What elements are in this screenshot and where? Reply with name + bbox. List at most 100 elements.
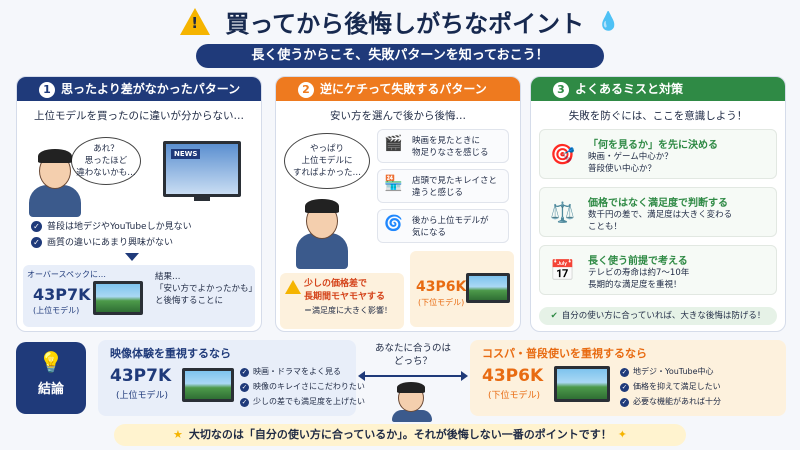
benefit-text: 映像のキレイさにこだわりたい [253,382,365,391]
tv-icon [182,368,234,402]
tv-icon [466,273,510,303]
check-icon: ✓ [240,398,249,407]
result-line: 結果… [155,272,181,282]
panel-1-title: 思ったより差がなかったパターン [61,82,241,96]
conclusion-value: コスパ・普段使いを重視するなら 43P6K (下位モデル) ✓地デジ・YouTu… [470,340,786,416]
benefit-item: ✓価格を抑えて満足したい [620,379,721,394]
mid-line: どっち？ [393,356,432,367]
check-icon: ✓ [240,368,249,377]
sweat-drop-icon: 💧 [597,11,620,32]
result-text: 結果… 「安い方でよかったかも」 と後悔することに [155,271,257,307]
item-line: 物足りなさを感じる [412,148,489,158]
check-item: ✓普段は地デジやYouTubeしか見ない [31,219,192,232]
tip-title: 長く使う前提で考える [588,256,688,267]
panel-pattern-1: 1 思ったより差がなかったパターン 上位モデルを買ったのに違いが分からない… あれ… [16,76,262,332]
tv-icon [93,281,143,315]
bubble-line: すればよかった… [292,168,361,178]
double-arrow-icon [358,371,468,381]
conclusion-badge: 💡 結論 [16,342,86,414]
model-sub: (下位モデル) [488,391,541,401]
panel-1-header: 1 思ったより差がなかったパターン [17,77,261,101]
benefit-text: 価格を抑えて満足したい [633,382,721,391]
conclusion-premium: 映像体験を重視するなら 43P7K (上位モデル) ✓ 映画・ドラマをよく見る ✓… [98,340,365,416]
target-icon: 🎯 [550,142,575,166]
panel-3-title: よくあるミスと対策 [575,82,684,96]
swirl-icon: 🌀 [384,214,403,232]
store-icon: 🏪 [384,174,403,192]
summary-text: 自分の使い方に合っていれば、大きな後悔は防げる！ [561,311,766,321]
benefit-text: 映画・ドラマをよく見る [253,367,341,376]
tip-satisfaction: ⚖️価格ではなく満足度で判断する数千円の差で、満足度は大きく変わることも！ [539,187,777,237]
item-line: 違うと感じる [412,188,464,198]
check-circle-icon: ✔ [550,311,558,321]
panel-2-lead: 安い方を選んで後から後悔… [330,110,466,122]
check-icon: ✓ [620,368,629,377]
item-line: 気になる [412,228,447,238]
bubble-line: あれ？ [93,144,119,154]
overspec-box: オーバースペックに… 43P7K (上位モデル) 結果… 「安い方でよかったかも… [23,265,257,327]
calendar-icon: 📅 [550,258,575,282]
warning-icon [285,280,301,294]
check-icon: ✓ [31,237,42,248]
tip-desc: テレビの寿命は約7〜10年 [588,268,690,278]
conclusion-heading: コスパ・普段使いを重視するなら [482,347,647,360]
benefit-item: ✓ 必要な機能があれば十分 [620,394,721,409]
conclusion-heading: 映像体験を重視するなら [110,347,231,360]
footer-text: 大切なのは「自分の使い方に合っているか」。それが後悔しない一番のポイントです！ [188,428,612,441]
warn-line: 長期間モヤモヤする [304,292,386,302]
scale-icon: ⚖️ [550,200,575,224]
result-line: 「安い方でよかったかも」 [155,284,258,294]
mid-line: あなたに合うのは [374,343,451,354]
tip-desc: 映画・ゲーム中心か？ [588,152,673,162]
panel-3-lead: 失敗を防ぐには、ここを意識しよう！ [568,110,748,122]
regret-item-store: 🏪店頭で見たキレイさと違うと感じる [377,169,509,203]
panel-1-number: 1 [39,82,55,98]
benefit-item: ✓ 映画・ドラマをよく見る [240,364,365,379]
tip-desc: 数千円の差で、満足度は大きく変わる [588,210,733,220]
lightbulb-icon: 💡 [38,350,64,374]
title-row: ! 買ってから後悔しがちなポイント 💧 [0,4,800,40]
bubble-line: 違わないかも… [76,168,136,178]
tv-icon [554,366,610,402]
warn-line: 少しの価格差で [304,279,368,289]
confused-man-illustration [25,137,85,217]
footer-banner: ★ 大切なのは「自分の使い方に合っているか」。それが後悔しない一番のポイントです！… [114,424,686,446]
benefit-list: ✓地デジ・YouTube中心 ✓価格を抑えて満足したい ✓必要な機能があれば十分 [620,364,721,409]
model-name: 43P7K [33,285,91,304]
warning-box: 少しの価格差で 長期間モヤモヤする ＝満足度に大きく影響！ [280,273,404,329]
tip-title: 「何を見るか」を先に決める [588,140,718,151]
thought-bubble: やっぱり上位モデルにすればよかった… [284,133,370,189]
tip-long-term: 📅長く使う前提で考えるテレビの寿命は約7〜10年長期的な満足度を重視！ [539,245,777,295]
tip-desc: 普段使い中心か？ [588,164,657,174]
check-item: ✓画質の違いにあまり興味がない [31,235,173,248]
star-icon: ★ [172,428,183,441]
model-sub: (下位モデル) [418,298,465,307]
subtitle-banner: 長く使うからこそ、失敗パターンを知っておこう！ [196,44,604,68]
page-title: 買ってから後悔しがちなポイント [225,10,585,38]
down-arrow-icon [125,253,139,261]
conclusion-label: 結論 [37,382,64,397]
regret-item-movie: 🎬映画を見たときに物足りなさを感じる [377,129,509,163]
tip-decide-content: 🎯 「何を見るか」を先に決める映画・ゲーム中心か？ 普段使い中心か？ [539,129,777,179]
benefit-text: 必要な機能があれば十分 [633,397,721,406]
benefit-item: ✓地デジ・YouTube中心 [620,364,721,379]
panel-1-lead: 上位モデルを買ったのに違いが分からない… [34,110,244,122]
check-icon: ✓ [240,383,249,392]
warning-icon: ! [180,8,211,35]
model-sub: (上位モデル) [116,391,169,401]
news-label: NEWS [171,149,201,159]
benefit-item: ✓少しの差でも満足度を上げたい [240,394,365,409]
check-icon: ✓ [31,221,42,232]
check-icon: ✓ [620,398,629,407]
thinking-man-illustration [386,382,438,422]
item-line: 映画を見たときに [412,136,481,146]
bubble-line: 上位モデルに [301,156,353,166]
model-name: 43P7K [110,366,172,386]
summary-bar: ✔自分の使い方に合っていれば、大きな後悔は防げる！ [539,307,777,325]
model-name: 43P6K [482,366,544,386]
benefit-list: ✓ 映画・ドラマをよく見る ✓ 映像のキレイさにこだわりたい ✓少しの差でも満足度を… [240,364,365,409]
